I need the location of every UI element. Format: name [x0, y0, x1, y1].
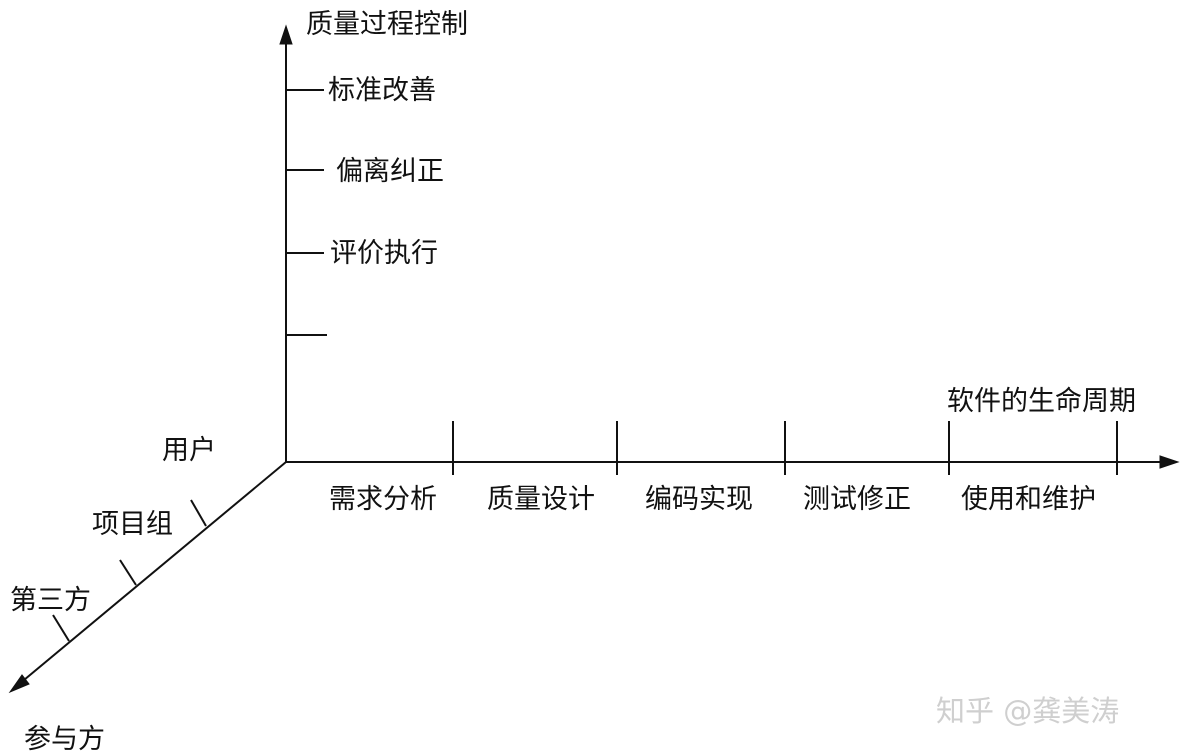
- vertical-axis-label: 质量过程控制: [306, 9, 468, 40]
- phase-label: 使用和维护: [961, 484, 1096, 515]
- watermark: 知乎 @龚美涛: [936, 694, 1119, 728]
- diagonal-tick-3: [52, 614, 70, 642]
- vertical-axis-arrowhead: [279, 24, 293, 45]
- diagonal-axis-arrowhead: [8, 674, 30, 694]
- participant-label: 项目组: [92, 509, 173, 540]
- phase-label: 编码实现: [645, 484, 753, 515]
- participant-label: 用户: [162, 435, 216, 466]
- horizontal-axis-arrowhead: [1159, 455, 1180, 469]
- participant-label: 第三方: [10, 585, 91, 616]
- diagonal-tick-2: [119, 559, 137, 586]
- diagonal-tick-1: [190, 499, 207, 527]
- vertical-item-label: 标准改善: [328, 75, 436, 106]
- phase-label: 测试修正: [803, 484, 911, 515]
- diagonal-axis: [23, 461, 287, 681]
- vertical-item-label: 评价执行: [330, 238, 438, 269]
- vertical-item-label: 偏离纠正: [336, 156, 444, 187]
- diagonal-axis-label: 参与方: [24, 724, 105, 755]
- phase-label: 质量设计: [487, 484, 595, 515]
- phase-label: 需求分析: [329, 484, 437, 515]
- horizontal-axis-label: 软件的生命周期: [947, 386, 1136, 417]
